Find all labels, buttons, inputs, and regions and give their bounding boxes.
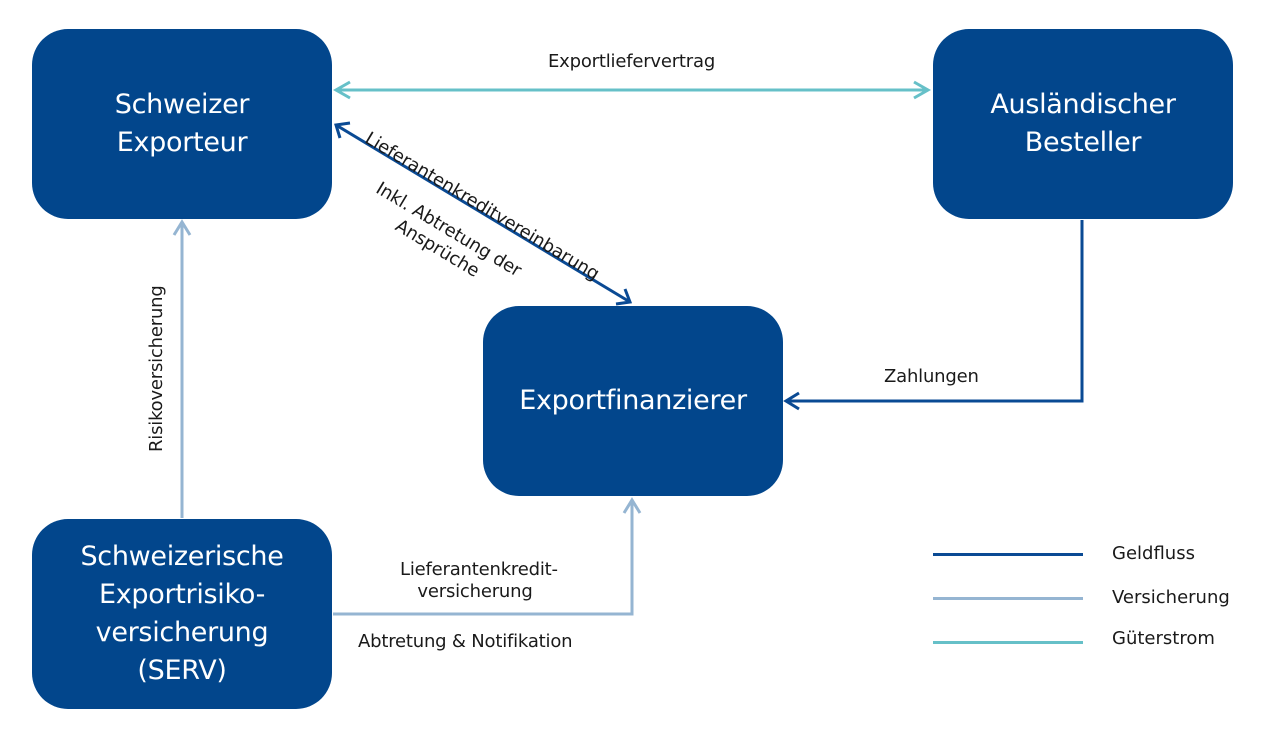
node-exportfinanzierer: Exportfinanzierer [483,306,783,496]
legend-swatch-gueterstrom [933,641,1083,644]
label-abtretung-notifikation: Abtretung & Notifikation [358,631,573,652]
label-risikoversicherung: Risikoversicherung [146,285,167,452]
label-line: versicherung [417,581,533,602]
node-label: Schweizerische [80,541,284,572]
node-label: Besteller [1024,127,1142,158]
arrowhead-right-icon [913,80,932,100]
arrowhead-up-icon [172,219,192,236]
node-label: Exportfinanzierer [519,385,747,416]
arrowhead-left-icon [332,80,351,100]
node-label: Exportrisiko- [98,579,266,610]
node-label: versicherung [95,617,269,648]
legend-swatch-versicherung [933,597,1083,600]
node-label: Schweizer [114,89,250,120]
edge-lieferantenkreditversicherung [333,500,634,616]
node-label: Ausländischer [990,89,1176,120]
arrowhead-up-icon [622,497,642,514]
legend-label: Versicherung [1112,587,1230,608]
legend-label: Geldfluss [1112,543,1195,564]
label-lieferantenkreditversicherung: Lieferantenkredit- versicherung [400,559,558,603]
label-exportliefervertrag: Exportliefervertrag [548,51,716,72]
arrowhead-left-icon [783,391,800,411]
legend-swatch-geldfluss [933,553,1083,556]
arrowhead-upleft-icon [334,121,351,139]
arrowhead-downright-icon [615,288,633,306]
node-label: Exporteur [116,127,248,158]
legend-label: Güterstrom [1112,628,1215,649]
label-zahlungen: Zahlungen [884,366,979,387]
node-label: (SERV) [137,655,227,686]
edge-lieferantenkreditvereinbarung [335,123,631,304]
label-line: Lieferantenkredit- [400,559,558,580]
edge-zahlungen [786,220,1084,403]
